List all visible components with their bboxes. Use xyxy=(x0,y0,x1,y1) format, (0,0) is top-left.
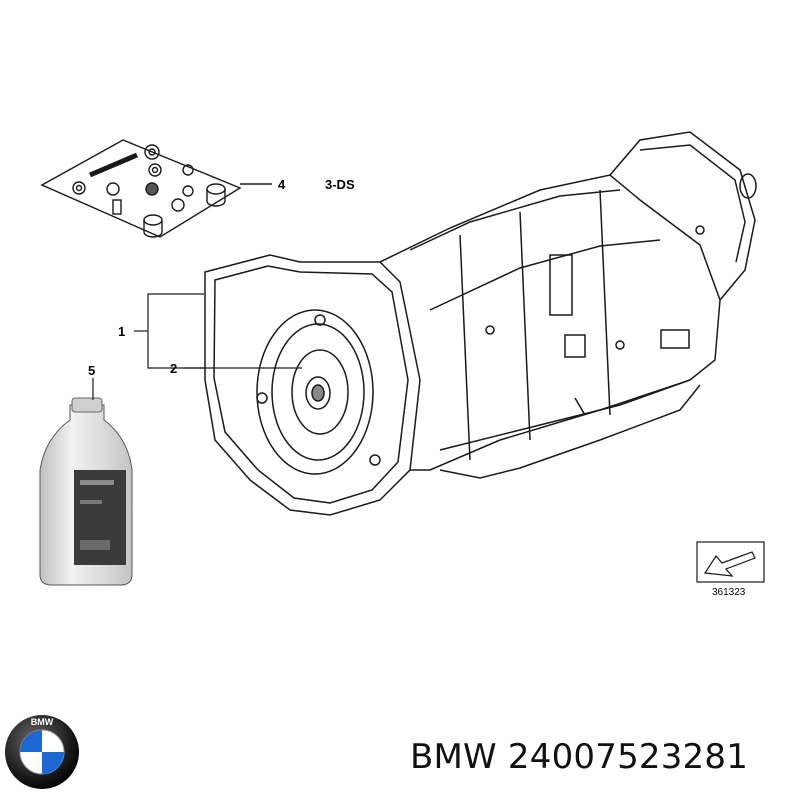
callout-leaders xyxy=(92,293,302,400)
bmw-logo: BMW xyxy=(5,715,79,789)
bmw-logo-text: BMW xyxy=(31,717,54,727)
oil-bottle-illustration xyxy=(39,397,133,586)
caption-part-number: 24007523281 xyxy=(507,737,749,777)
part-caption: BMW 24007523281 xyxy=(410,737,790,785)
callout-1: 1 xyxy=(118,324,125,339)
callout-5: 5 xyxy=(88,363,95,378)
callout-2: 2 xyxy=(170,361,177,376)
transmission-illustration xyxy=(204,131,757,516)
reference-number: 361323 xyxy=(712,587,746,598)
callout-4: 4 xyxy=(278,177,286,192)
variant-label: 3-DS xyxy=(325,177,355,192)
seal-kit-illustration xyxy=(40,139,272,238)
caption-brand: BMW xyxy=(410,737,497,777)
reference-arrow-icon xyxy=(696,541,765,583)
